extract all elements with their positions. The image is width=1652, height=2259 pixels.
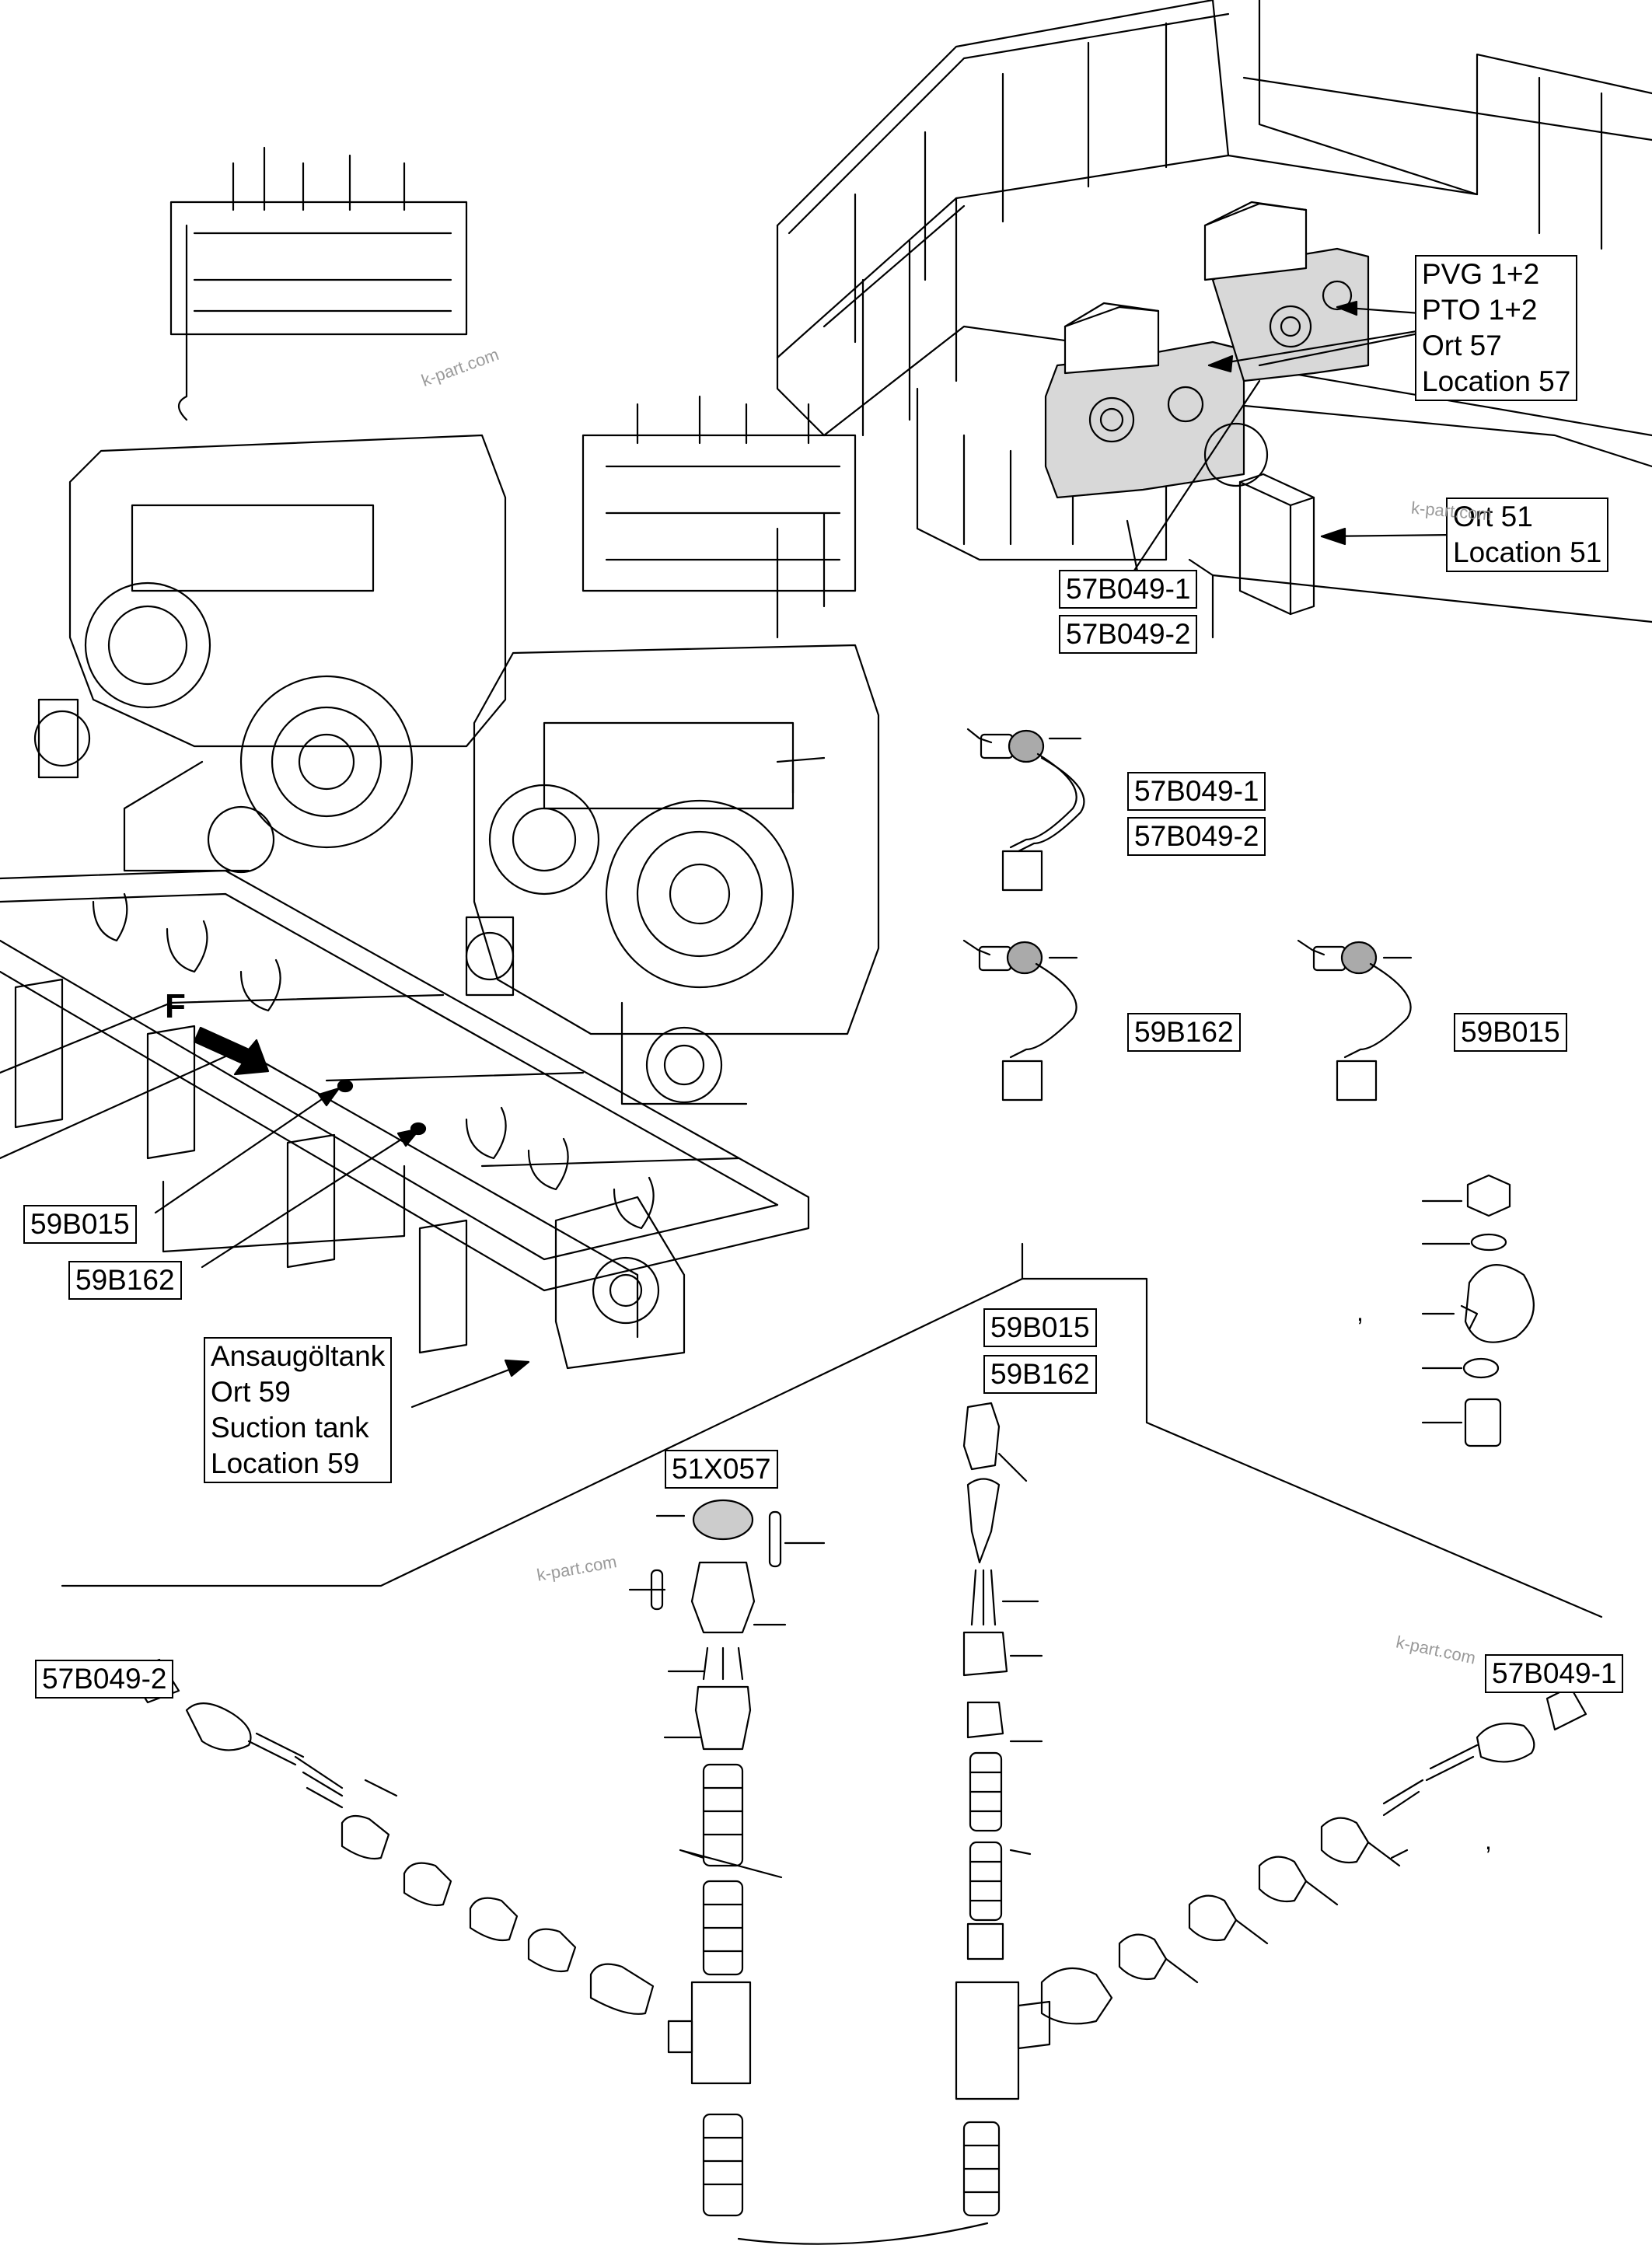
label-sensor-59b015: 59B015: [1454, 1013, 1567, 1052]
label-pvg-line-3: Ort 57: [1422, 330, 1502, 361]
label-tank-59b015: 59B015: [23, 1205, 137, 1244]
label-connector-51x057: 51X057: [665, 1450, 778, 1489]
label-suction-line-2: Ort 59: [211, 1376, 291, 1408]
label-sensor-57b049-1: 57B049-1: [1127, 772, 1266, 811]
sensor-drawings: [962, 728, 1413, 1102]
label-left-57b049-2: 57B049-2: [35, 1660, 174, 1699]
suction-tank-frame-drawing: [0, 869, 810, 1409]
comma-mark-lower: ,: [1485, 1827, 1492, 1855]
label-suction-line-3: Suction tank: [211, 1412, 369, 1444]
label-ort51-line-2: Location 51: [1453, 536, 1602, 568]
label-suction-line-1: Ansaugöltank: [211, 1340, 386, 1372]
label-suction-tank-location-59: Ansaugöltank Ort 59 Suction tank Locatio…: [204, 1337, 393, 1483]
label-tank-59b162: 59B162: [68, 1261, 182, 1300]
label-pvg-line-2: PTO 1+2: [1422, 294, 1538, 326]
label-right-57b049-1: 57B049-1: [1485, 1654, 1624, 1693]
label-ort-51: Ort 51 Location 51: [1446, 498, 1609, 572]
label-sensor-57b049-2: 57B049-2: [1127, 817, 1266, 856]
direction-letter-f: F: [165, 987, 186, 1025]
label-top-57b049-1: 57B049-1: [1059, 570, 1198, 609]
label-sensor-59b162: 59B162: [1127, 1013, 1241, 1052]
label-pvg-line-4: Location 57: [1422, 365, 1571, 397]
label-pvg-line-1: PVG 1+2: [1422, 258, 1540, 290]
label-top-57b049-2: 57B049-2: [1059, 615, 1198, 654]
clamp-hardware-drawing: [1421, 1174, 1535, 1447]
cab-platform-drawing: [776, 0, 1652, 639]
connector-exploded-view-drawing: [61, 1242, 1603, 2245]
comma-mark-upper: ,: [1357, 1298, 1364, 1326]
pump-assembly-upper-drawing: [33, 146, 507, 874]
label-center-59b015: 59B015: [983, 1308, 1097, 1347]
label-center-59b162: 59B162: [983, 1355, 1097, 1394]
label-pvg-pto-location-57: PVG 1+2 PTO 1+2 Ort 57 Location 57: [1415, 255, 1578, 401]
label-suction-line-4: Location 59: [211, 1447, 360, 1479]
pump-assembly-lower-drawing: [465, 395, 880, 1105]
label-ort51-line-1: Ort 51: [1453, 501, 1533, 532]
